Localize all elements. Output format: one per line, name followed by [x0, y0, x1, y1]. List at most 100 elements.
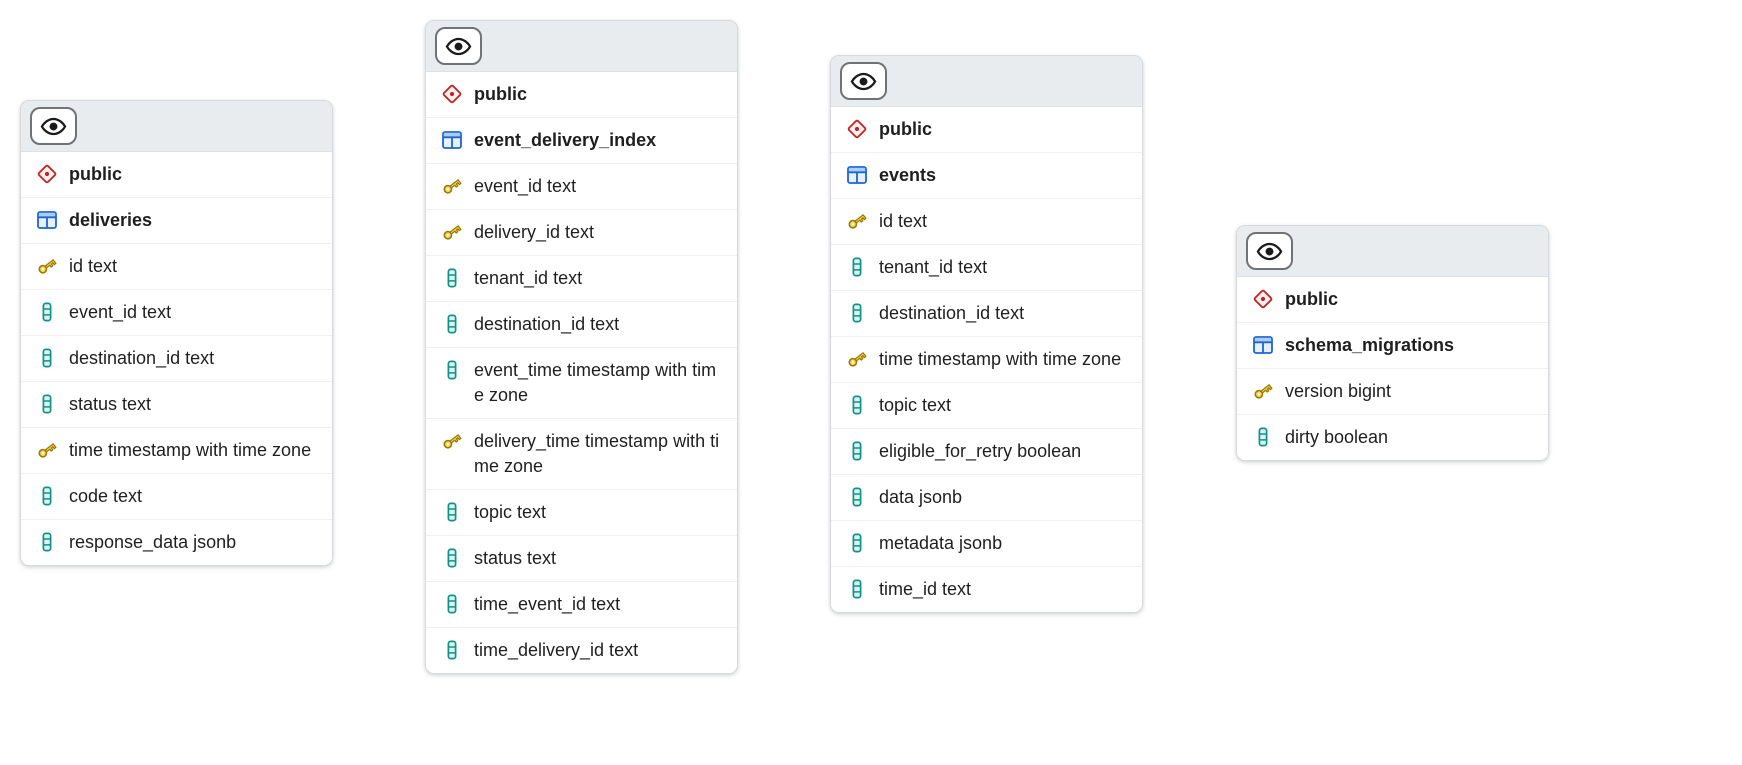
schema-diamond-icon [35, 162, 59, 186]
column-icon [845, 485, 869, 509]
column-row[interactable]: tenant_id text [831, 244, 1142, 290]
table-node-header [831, 56, 1142, 107]
column-row[interactable]: metadata jsonb [831, 520, 1142, 566]
column-row[interactable]: status text [21, 381, 332, 427]
column-row[interactable]: event_time timestamp with time zone [426, 347, 737, 418]
schema-row[interactable]: public [1237, 277, 1548, 322]
table-node-events[interactable]: public events id text tenant_id text des… [830, 55, 1143, 613]
table-name-row[interactable]: schema_migrations [1237, 322, 1548, 368]
schema-name: public [474, 84, 527, 104]
column-row[interactable]: time_id text [831, 566, 1142, 612]
table-grid-icon [845, 163, 869, 187]
column-row[interactable]: time_delivery_id text [426, 627, 737, 673]
column-label: destination_id text [879, 303, 1025, 323]
column-row[interactable]: dirty boolean [1237, 414, 1548, 460]
key-icon [845, 209, 869, 233]
table-name-row[interactable]: deliveries [21, 197, 332, 243]
key-icon [35, 254, 59, 278]
column-icon [845, 577, 869, 601]
column-icon [845, 255, 869, 279]
table-grid-icon [1251, 333, 1275, 357]
table-node-event-delivery-index[interactable]: public event_delivery_index event_id tex… [425, 20, 738, 674]
column-row[interactable]: destination_id text [831, 290, 1142, 336]
schema-name: public [879, 119, 932, 139]
key-icon [1251, 379, 1275, 403]
schema-diamond-icon [845, 117, 869, 141]
column-row[interactable]: delivery_time timestamp with time zone [426, 418, 737, 489]
column-row[interactable]: data jsonb [831, 474, 1142, 520]
key-icon [35, 438, 59, 462]
visibility-toggle-button[interactable] [30, 107, 77, 145]
table-name-row[interactable]: events [831, 152, 1142, 198]
table-name: events [879, 165, 937, 185]
column-label: code text [69, 486, 143, 506]
table-grid-icon [440, 128, 464, 152]
table-node-header [21, 101, 332, 152]
table-node-header [1237, 226, 1548, 277]
column-label: status text [69, 394, 152, 414]
table-name-row[interactable]: event_delivery_index [426, 117, 737, 163]
column-icon [35, 346, 59, 370]
column-label: delivery_time timestamp with time zone [474, 431, 720, 476]
column-icon [440, 546, 464, 570]
column-label: topic text [474, 502, 547, 522]
column-row[interactable]: id text [21, 243, 332, 289]
column-row[interactable]: eligible_for_retry boolean [831, 428, 1142, 474]
column-label: event_id text [69, 302, 172, 322]
table-name: event_delivery_index [474, 130, 657, 150]
column-row[interactable]: status text [426, 535, 737, 581]
eye-icon [40, 113, 67, 140]
eye-icon [1256, 238, 1283, 265]
column-label: eligible_for_retry boolean [879, 441, 1082, 461]
column-icon [845, 301, 869, 325]
table-grid-icon [35, 208, 59, 232]
column-icon [440, 500, 464, 524]
eye-icon [850, 68, 877, 95]
column-label: time_event_id text [474, 594, 621, 614]
key-icon [440, 174, 464, 198]
schema-row[interactable]: public [831, 107, 1142, 152]
column-icon [35, 392, 59, 416]
column-row[interactable]: id text [831, 198, 1142, 244]
schema-row[interactable]: public [21, 152, 332, 197]
column-icon [440, 266, 464, 290]
column-row[interactable]: delivery_id text [426, 209, 737, 255]
column-row[interactable]: code text [21, 473, 332, 519]
column-row[interactable]: time_event_id text [426, 581, 737, 627]
column-label: metadata jsonb [879, 533, 1003, 553]
column-label: destination_id text [69, 348, 215, 368]
column-label: event_id text [474, 176, 577, 196]
column-icon [440, 638, 464, 662]
table-node-deliveries[interactable]: public deliveries id text event_id text … [20, 100, 333, 566]
column-icon [35, 530, 59, 554]
table-node-schema-migrations[interactable]: public schema_migrations version bigint … [1236, 225, 1549, 461]
column-row[interactable]: destination_id text [21, 335, 332, 381]
column-row[interactable]: destination_id text [426, 301, 737, 347]
column-label: id text [879, 211, 928, 231]
table-name: deliveries [69, 210, 153, 230]
column-row[interactable]: event_id text [21, 289, 332, 335]
column-row[interactable]: tenant_id text [426, 255, 737, 301]
column-row[interactable]: topic text [426, 489, 737, 535]
column-icon [845, 393, 869, 417]
column-label: dirty boolean [1285, 427, 1389, 447]
column-row[interactable]: event_id text [426, 163, 737, 209]
visibility-toggle-button[interactable] [840, 62, 887, 100]
visibility-toggle-button[interactable] [435, 27, 482, 65]
column-label: time_id text [879, 579, 972, 599]
visibility-toggle-button[interactable] [1246, 232, 1293, 270]
schema-diamond-icon [440, 82, 464, 106]
column-row[interactable]: topic text [831, 382, 1142, 428]
column-row[interactable]: version bigint [1237, 368, 1548, 414]
schema-row[interactable]: public [426, 72, 737, 117]
column-icon [440, 358, 464, 382]
column-label: tenant_id text [474, 268, 583, 288]
column-row[interactable]: response_data jsonb [21, 519, 332, 565]
column-row[interactable]: time timestamp with time zone [831, 336, 1142, 382]
eye-icon [445, 33, 472, 60]
column-icon [440, 312, 464, 336]
column-label: event_time timestamp with time zone [474, 360, 717, 405]
column-row[interactable]: time timestamp with time zone [21, 427, 332, 473]
key-icon [440, 429, 464, 453]
